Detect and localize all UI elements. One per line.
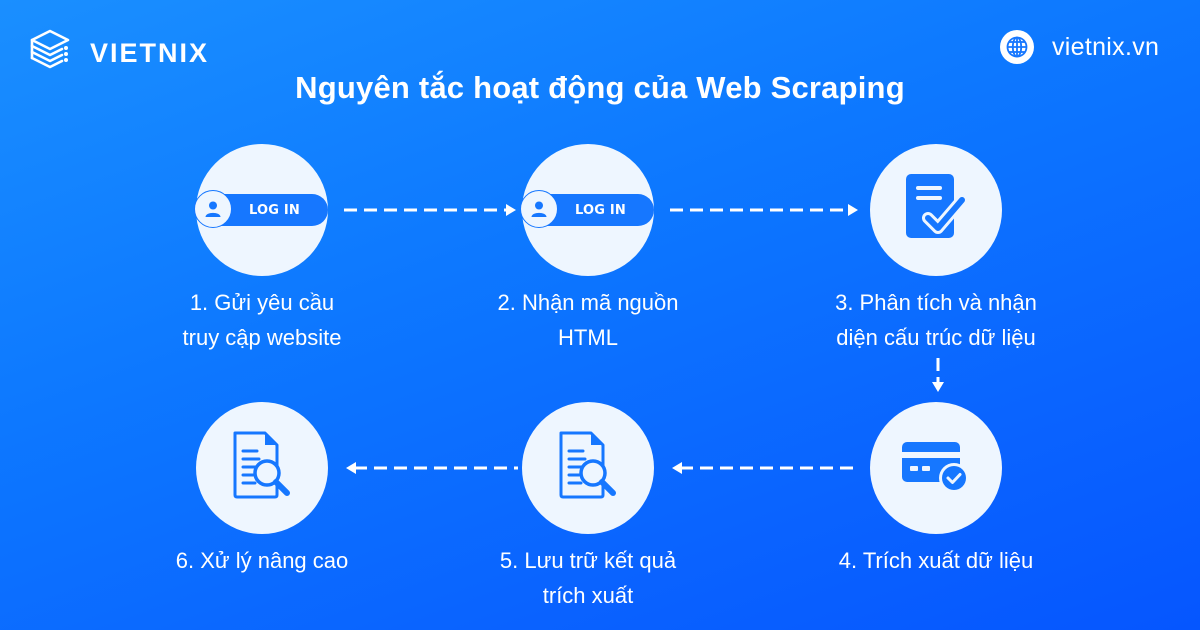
document-search-icon	[551, 429, 625, 508]
arrow-step3-to-step4	[930, 356, 946, 396]
globe-icon	[1000, 30, 1034, 64]
step-1-label-line1: 1. Gửi yêu cầu	[189, 290, 335, 315]
brand-name: VIETNIX	[90, 38, 210, 68]
step-5-label: 5. Lưu trữ kết quả trích xuất	[438, 543, 738, 613]
step-3-label-line1: 3. Phân tích và nhận	[835, 290, 1037, 315]
step-2-circle: LOG IN	[520, 144, 654, 276]
step-5-node	[522, 402, 654, 534]
arrow-step2-to-step3	[668, 202, 862, 218]
step-3-circle	[870, 144, 1002, 276]
step-3-label: 3. Phân tích và nhận diện cấu trúc dữ li…	[786, 285, 1086, 355]
step-1-label: 1. Gửi yêu cầu truy cập website	[112, 285, 412, 355]
step-3-node	[870, 144, 1002, 276]
card-verified-icon	[900, 436, 972, 501]
step-6-label-line1: 6. Xử lý nâng cao	[175, 548, 349, 573]
arrow-step4-to-step5	[668, 460, 862, 476]
user-icon	[194, 190, 232, 228]
step-3-label-line2: diện cấu trúc dữ liệu	[836, 325, 1036, 350]
step-5-label-line2: trích xuất	[542, 583, 634, 608]
step-1-node: LOG IN	[194, 144, 328, 276]
step-4-circle	[870, 402, 1002, 534]
step-6-node	[196, 402, 328, 534]
step-1-circle: LOG IN	[194, 144, 328, 276]
login-text: LOG IN	[249, 202, 300, 218]
step-2-label-line1: 2. Nhận mã nguồn	[497, 290, 679, 315]
step-4-label: 4. Trích xuất dữ liệu	[786, 543, 1086, 578]
server-stack-icon	[28, 26, 80, 81]
login-button-icon: LOG IN	[520, 190, 654, 228]
login-text: LOG IN	[575, 202, 626, 218]
step-4-label-line1: 4. Trích xuất dữ liệu	[838, 548, 1034, 573]
step-2-label-line2: HTML	[558, 325, 618, 350]
user-icon	[520, 190, 558, 228]
step-6-circle	[196, 402, 328, 534]
step-4-node	[870, 402, 1002, 534]
step-6-label: 6. Xử lý nâng cao	[112, 543, 412, 578]
brand-logo: VIETNIX	[28, 26, 209, 81]
website-url: vietnix.vn	[1052, 32, 1160, 61]
step-2-label: 2. Nhận mã nguồn HTML	[438, 285, 738, 355]
document-check-icon	[900, 170, 972, 251]
website-link[interactable]: vietnix.vn	[1000, 30, 1159, 64]
arrow-step5-to-step6	[342, 460, 520, 476]
step-5-label-line1: 5. Lưu trữ kết quả	[499, 548, 677, 573]
step-1-label-line2: truy cập website	[182, 325, 342, 350]
document-search-icon	[225, 429, 299, 508]
step-2-node: LOG IN	[520, 144, 654, 276]
arrow-step1-to-step2	[342, 202, 520, 218]
login-button-icon: LOG IN	[194, 190, 328, 228]
step-5-circle	[522, 402, 654, 534]
page-title: Nguyên tắc hoạt động của Web Scraping	[295, 70, 905, 105]
